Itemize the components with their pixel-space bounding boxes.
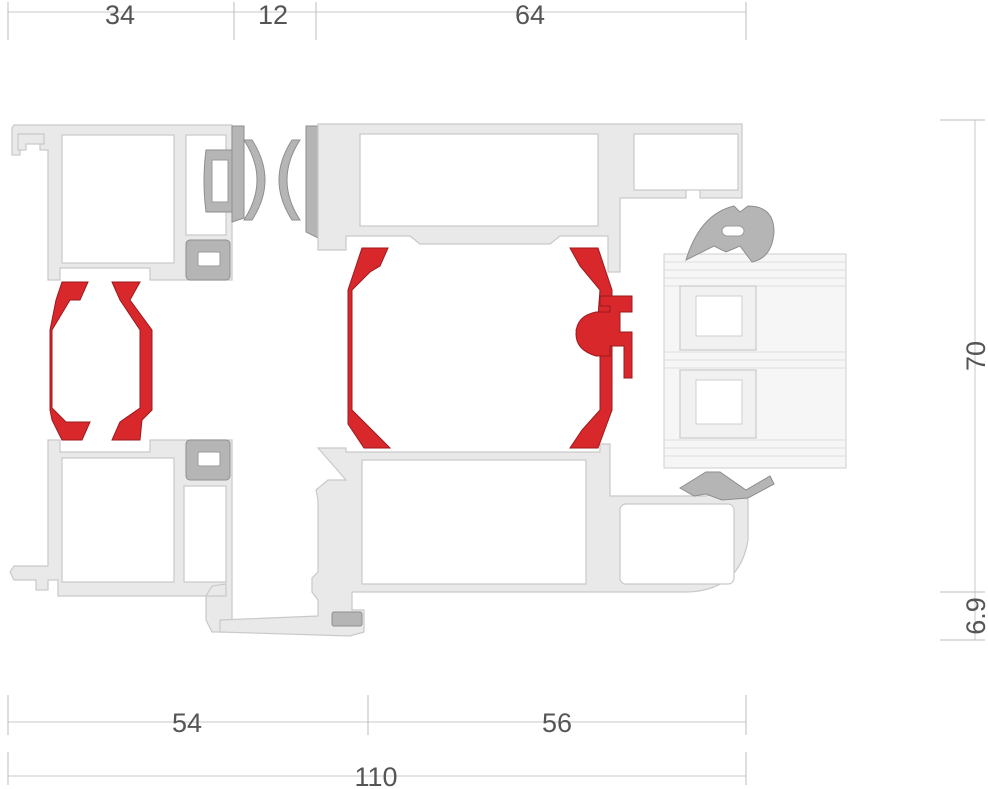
- dim-top-34: 34: [105, 0, 135, 30]
- glazing-bead-gasket: [685, 205, 775, 263]
- dim-bottom-54: 54: [172, 708, 202, 738]
- outer-frame-profile: [9, 124, 233, 633]
- thermal-break-sash: [347, 247, 633, 449]
- top-dimension-chain: 34 12 64: [7, 0, 747, 40]
- dim-top-12: 12: [258, 0, 288, 30]
- dim-overall-110: 110: [354, 762, 397, 789]
- bottom-dimension-chain: 54 56 110: [7, 695, 747, 789]
- dim-bottom-56: 56: [542, 708, 572, 738]
- dim-right-70: 70: [961, 341, 988, 371]
- thermal-break-left: [49, 281, 153, 441]
- dim-top-64: 64: [515, 0, 545, 30]
- dim-right-6-9: 6.9: [961, 597, 988, 635]
- sash-profile: [219, 123, 749, 637]
- glazing-unit: [663, 253, 847, 501]
- right-dimension-chain: 70 6.9: [940, 119, 988, 641]
